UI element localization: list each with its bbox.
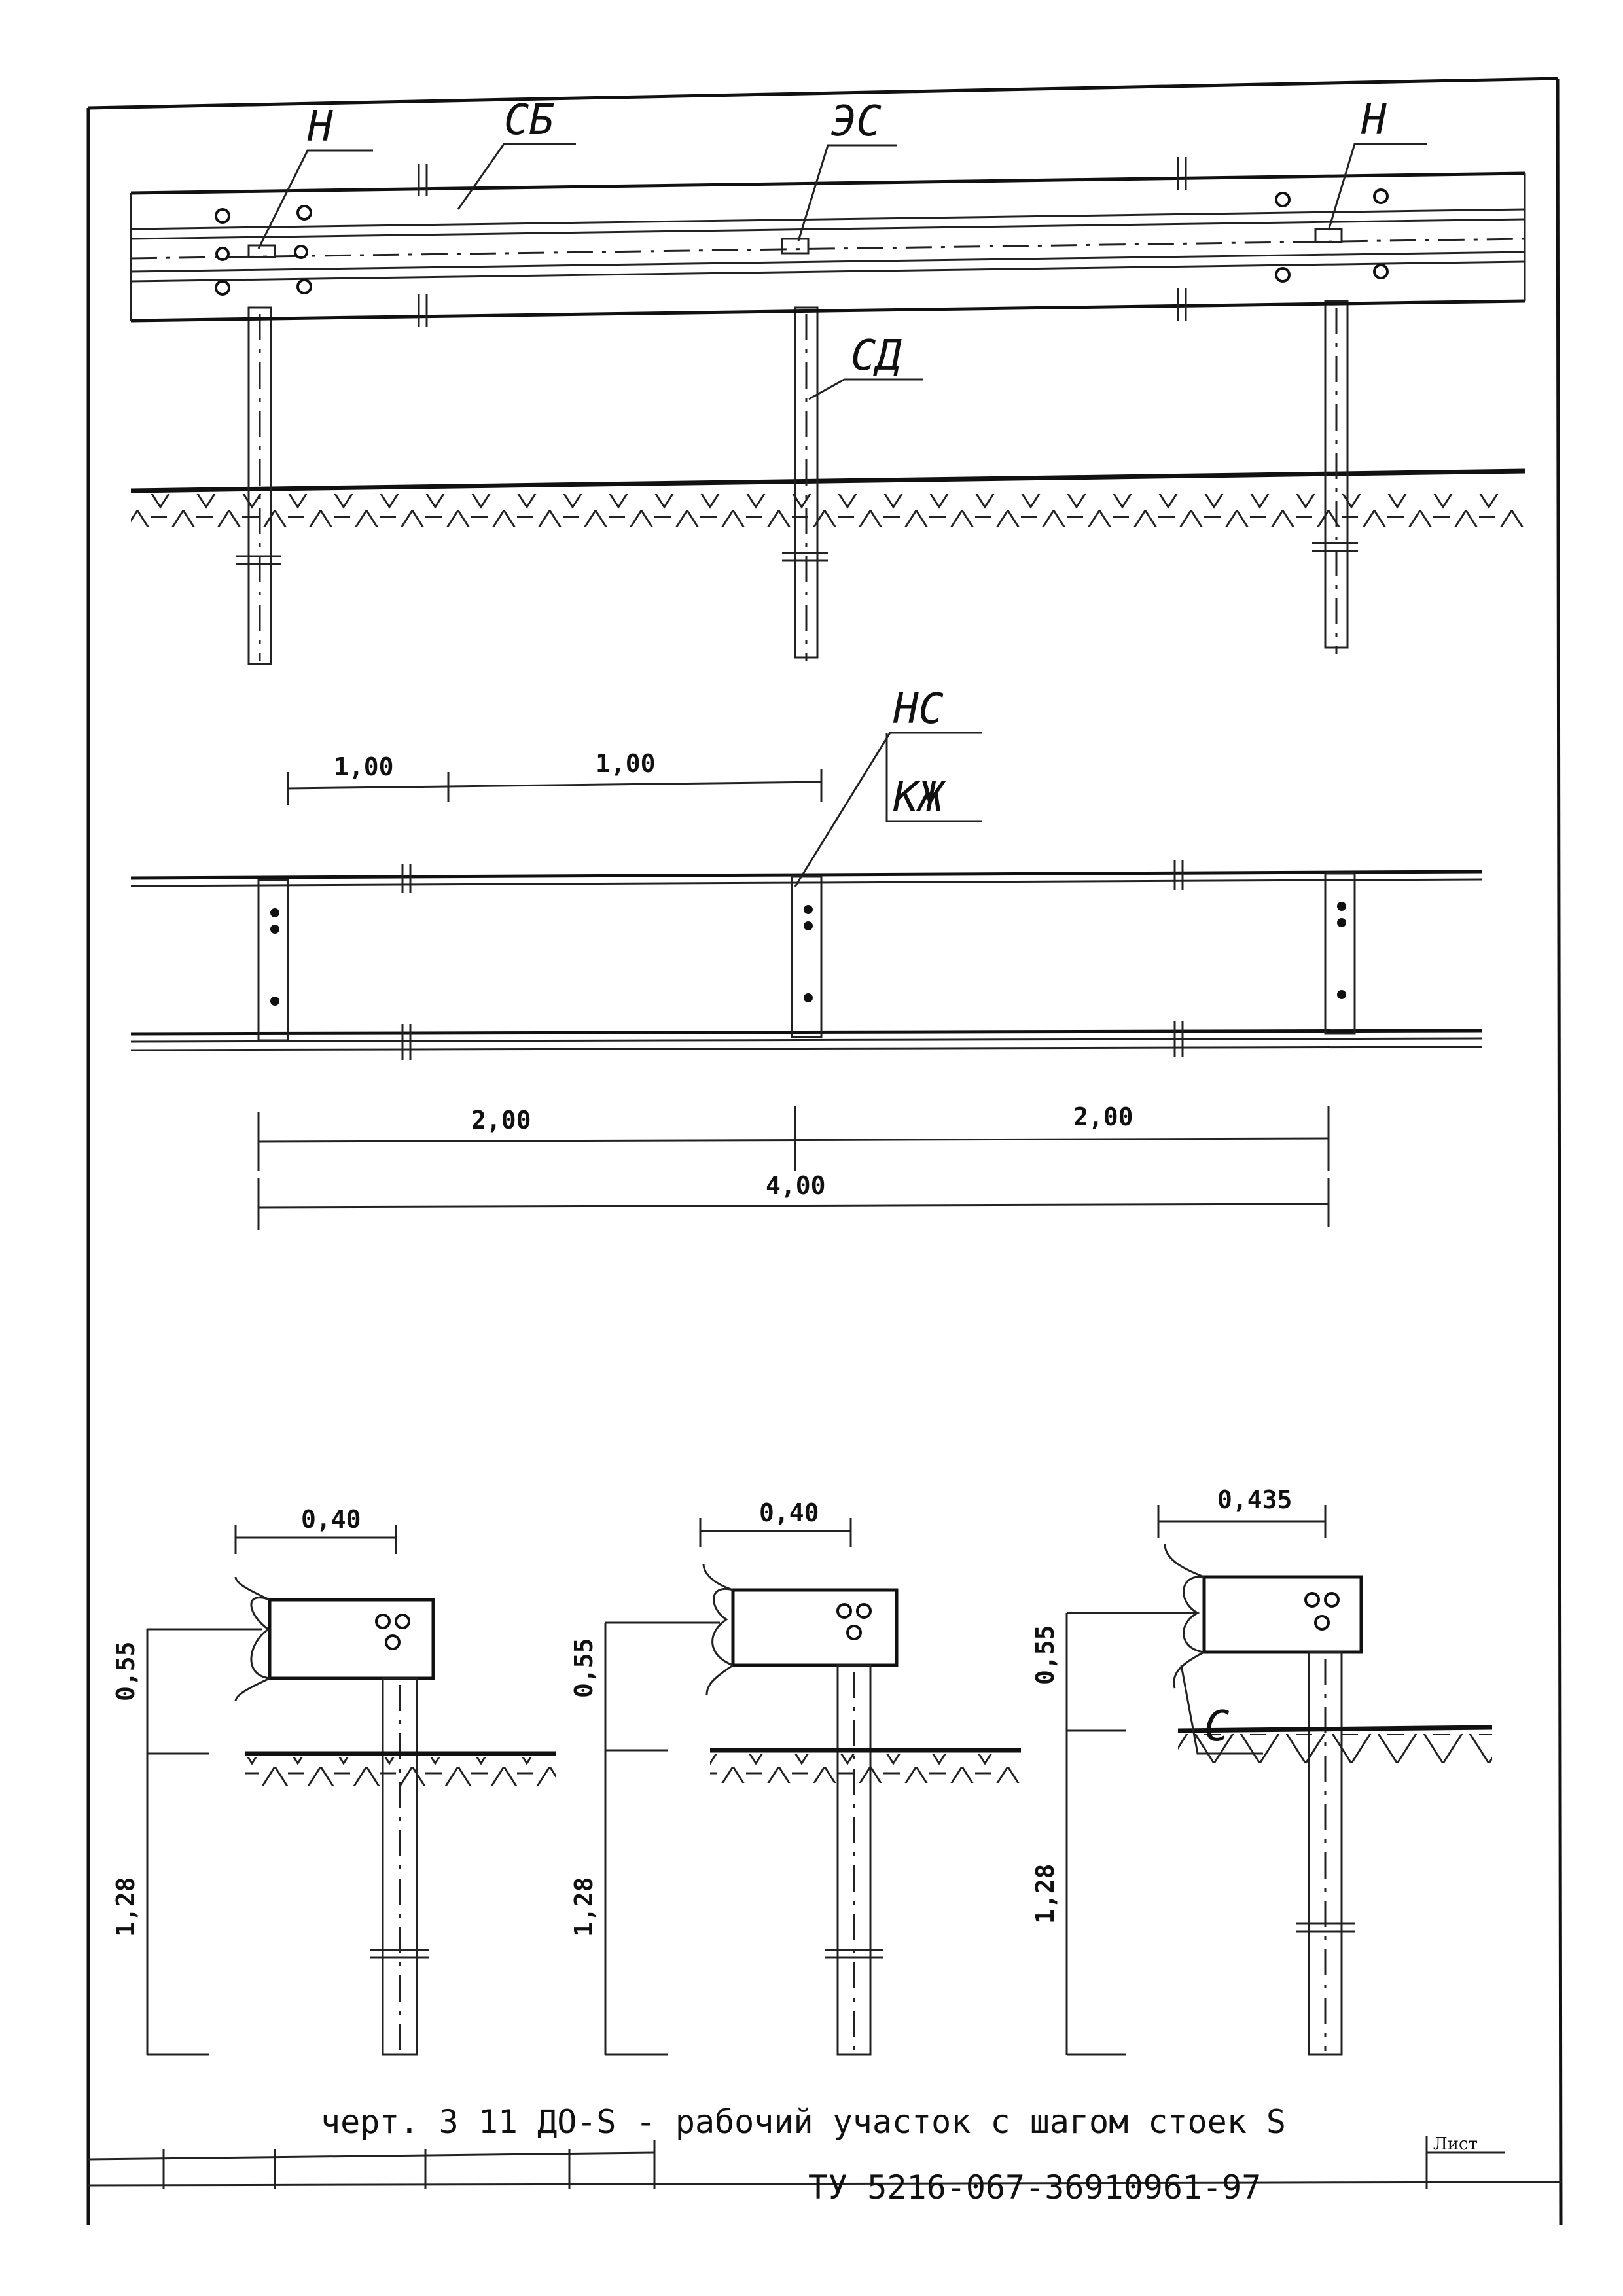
label-bracket: КЖ xyxy=(893,773,947,822)
cross-section-1: 0,40 0,55 1,28 xyxy=(111,1505,556,2056)
label-nut-right: Н xyxy=(1361,96,1387,145)
section2-height-above: 0,55 xyxy=(569,1638,598,1698)
section3-height-above: 0,55 xyxy=(1031,1625,1060,1685)
ground-line-elevation xyxy=(130,468,1525,493)
nut-left-marker xyxy=(247,244,276,258)
dim-top-left: 1,00 xyxy=(334,752,394,781)
elevation-view: Н СБ ЭС Н СД xyxy=(130,96,1526,665)
plan-post-right xyxy=(1324,872,1356,1035)
label-post: СД xyxy=(851,332,902,380)
ground-hatch-elevation xyxy=(131,494,1525,527)
cross-section-3: 0,435 С 0,55 1,28 xyxy=(1031,1485,1493,2056)
dim-total: 4,00 xyxy=(766,1171,826,1200)
label-splice: ЭС xyxy=(831,97,882,146)
plan-view: НС КЖ 1,00 1,00 2,00 2,00 4,00 xyxy=(130,685,1483,1230)
dim-bottom-left: 2,00 xyxy=(471,1106,531,1135)
label-beam: СБ xyxy=(504,96,554,145)
label-post-cap: НС xyxy=(893,685,944,733)
nut-right-marker xyxy=(1314,228,1343,243)
section1-depth-below: 1,28 xyxy=(111,1877,140,1937)
section1-width: 0,40 xyxy=(301,1505,361,1534)
dim-top-right: 1,00 xyxy=(596,749,656,778)
post-left xyxy=(236,306,281,665)
cross-section-2: 0,40 0,55 1,28 xyxy=(569,1498,1021,2056)
title-block: Лист ТУ 5216-067-36910961-97 xyxy=(88,2134,1561,2206)
label-spacer: С xyxy=(1204,1703,1230,1751)
label-nut-left: Н xyxy=(307,103,333,151)
plan-post-middle xyxy=(791,875,823,1038)
post-right xyxy=(1312,300,1358,654)
section3-depth-below: 1,28 xyxy=(1031,1863,1060,1924)
guardrail-beam xyxy=(130,157,1526,327)
sheet-label: Лист xyxy=(1433,2134,1478,2154)
section2-depth-below: 1,28 xyxy=(569,1877,598,1937)
section2-width: 0,40 xyxy=(759,1498,819,1527)
plan-post-left xyxy=(257,879,289,1042)
drawing-caption: черт. 3 11 ДО-S - рабочий участок с шаго… xyxy=(321,2103,1286,2141)
dim-bottom-right: 2,00 xyxy=(1073,1103,1133,1131)
section3-width: 0,435 xyxy=(1217,1485,1292,1514)
post-middle xyxy=(782,306,828,661)
section1-height-above: 0,55 xyxy=(111,1641,140,1701)
doc-number: ТУ 5216-067-36910961-97 xyxy=(808,2168,1261,2206)
sheet-frame xyxy=(86,77,1563,2225)
splice-marker xyxy=(781,238,810,255)
